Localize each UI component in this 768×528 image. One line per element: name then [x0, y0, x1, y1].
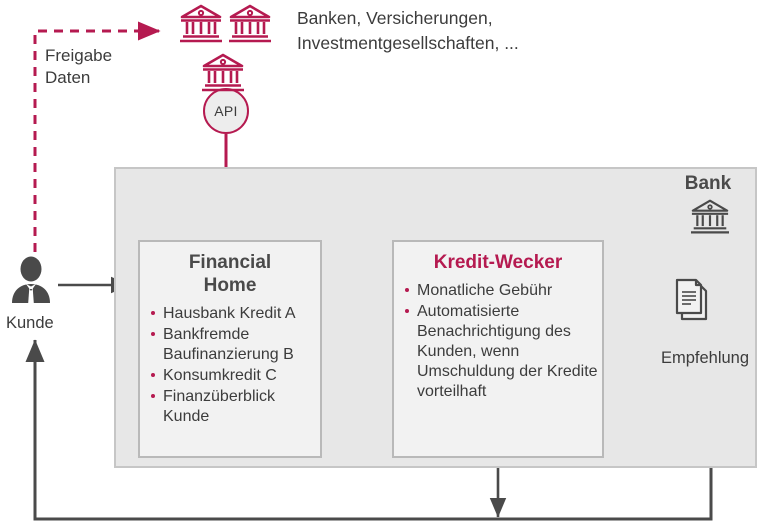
api-badge-label: API: [214, 103, 238, 119]
list-item: Bankfremde Baufinanzierung B: [150, 325, 316, 365]
card-financial-home-title: Financial Home: [188, 252, 272, 296]
card-kredit-wecker-bullets: Monatliche Gebühr Automatisierte Benachr…: [394, 281, 602, 402]
card-financial-home-bullets: Hausbank Kredit A Bankfremde Baufinanzie…: [140, 304, 320, 427]
partners-label: Banken, Versicherungen, Investmentgesell…: [297, 8, 519, 54]
recommendation-label: Empfehlung: [660, 349, 750, 367]
release-data-label: Freigabe Daten: [45, 46, 113, 88]
list-item: Automatisierte Benachrichtigung des Kund…: [404, 302, 598, 402]
person-icon: [8, 255, 54, 310]
bank-icon: [690, 198, 730, 241]
card-financial-home[interactable]: Financial Home Hausbank Kredit A Bankfre…: [138, 240, 322, 458]
customer-label: Kunde: [6, 314, 54, 332]
bank-icon: [201, 52, 245, 99]
bank-panel-label: Bank: [684, 173, 732, 194]
list-item: Konsumkredit C: [150, 366, 316, 386]
card-kredit-wecker-title: Kredit-Wecker: [433, 252, 563, 273]
bank-icon: [228, 3, 272, 50]
bank-icon: [179, 3, 223, 50]
document-icon: [668, 277, 714, 330]
card-kredit-wecker[interactable]: Kredit-Wecker Monatliche Gebühr Automati…: [392, 240, 604, 458]
list-item: Finanzüberblick Kunde: [150, 387, 316, 427]
list-item: Monatliche Gebühr: [404, 281, 598, 301]
list-item: Hausbank Kredit A: [150, 304, 316, 324]
